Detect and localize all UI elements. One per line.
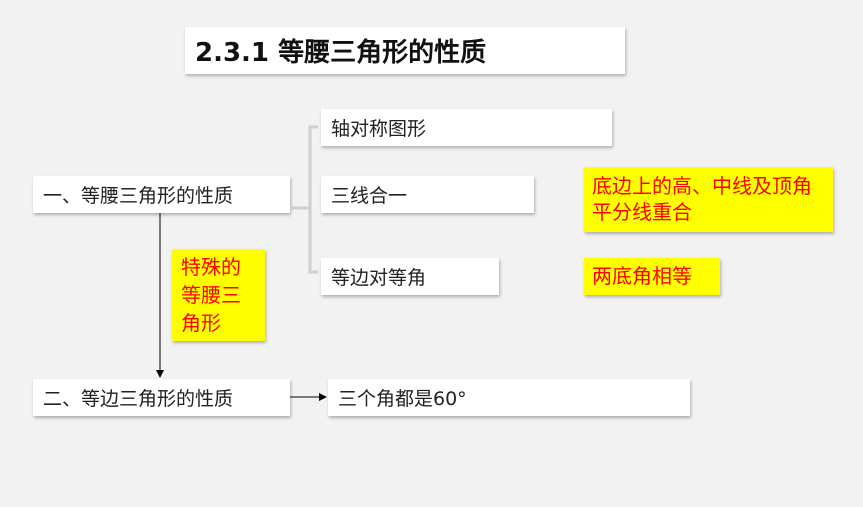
special-isosceles-note: 特殊的等腰三角形: [172, 249, 265, 341]
page-title: 2.3.1 等腰三角形的性质: [185, 27, 625, 74]
isosceles-properties-node: 一、等腰三角形的性质: [33, 176, 290, 213]
base-angles-equal-note: 两底角相等: [584, 258, 720, 295]
equilateral-properties-node: 二、等边三角形的性质: [33, 379, 290, 416]
equilateral-angles-item: 三个角都是60°: [328, 379, 690, 416]
axis-symmetry-item: 轴对称图形: [321, 109, 612, 146]
three-lines-detail-note: 底边上的高、中线及顶角平分线重合: [584, 167, 833, 232]
bracket: [308, 125, 318, 274]
three-lines-item: 三线合一: [321, 176, 534, 213]
equal-sides-angles-item: 等边对等角: [321, 258, 499, 295]
